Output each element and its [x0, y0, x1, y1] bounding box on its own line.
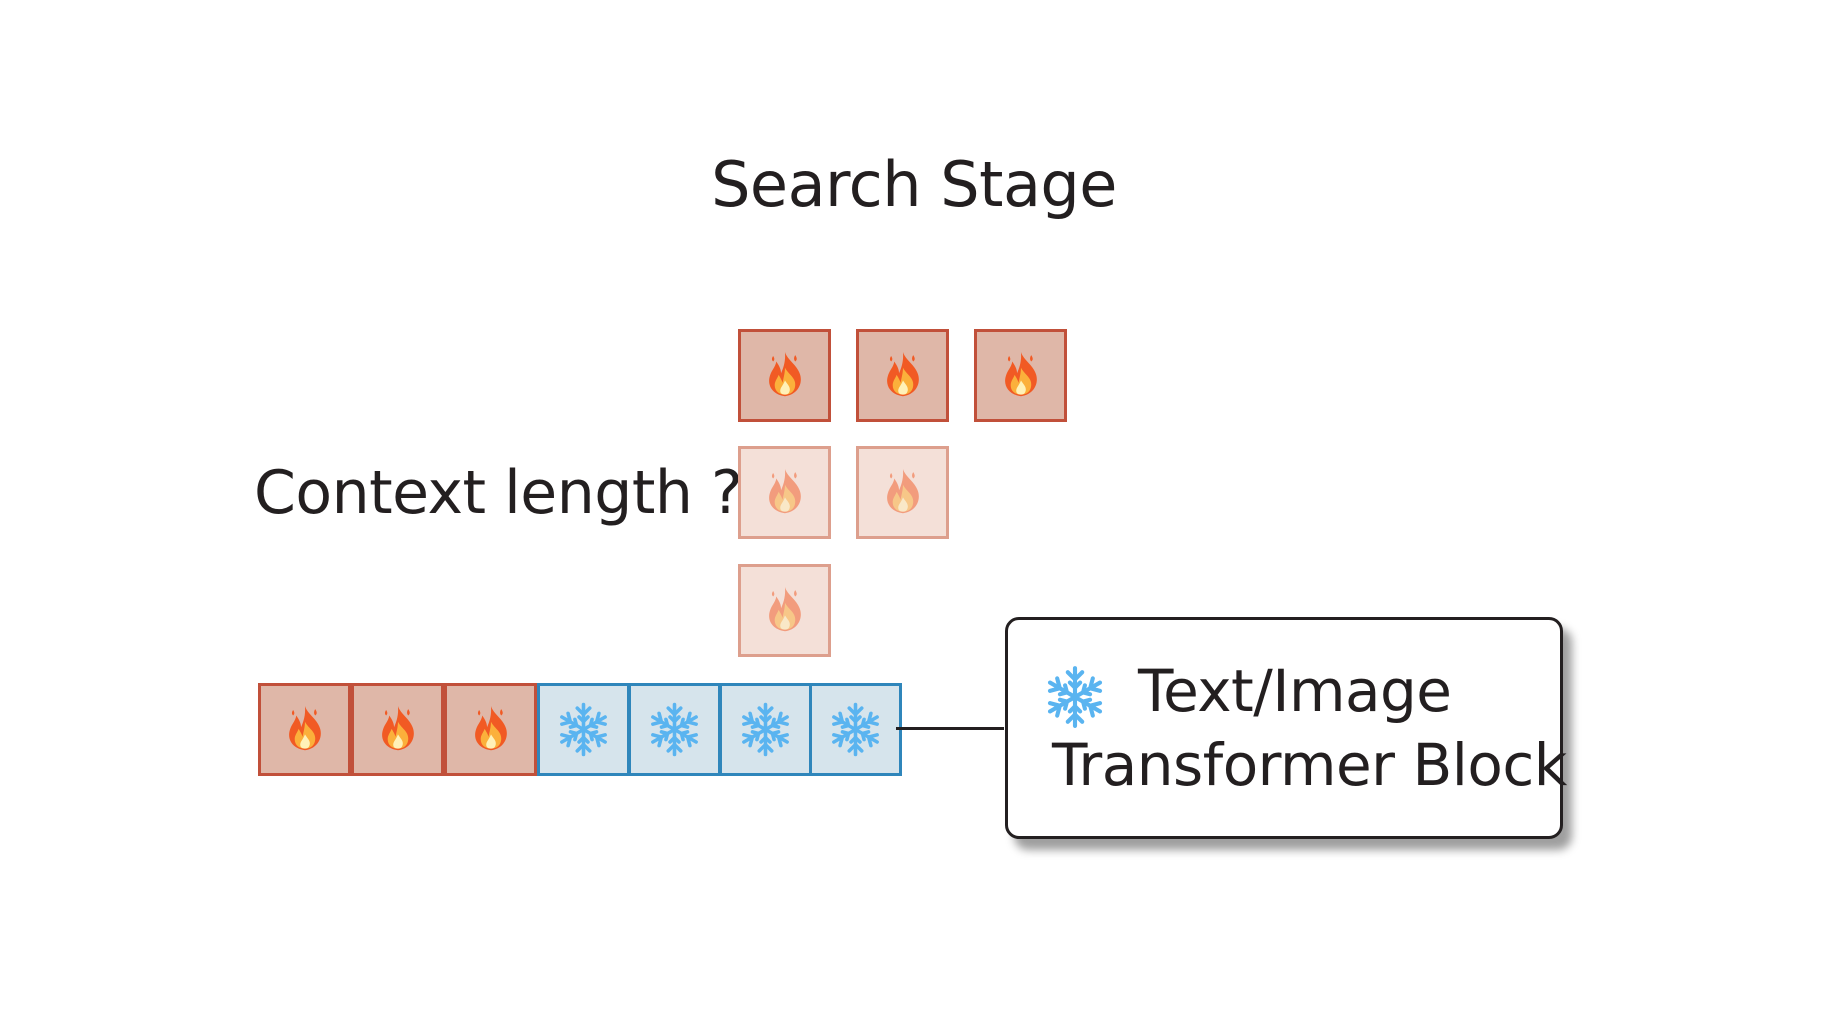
context-tile-frozen: [809, 683, 902, 776]
context-tile-frozen: [719, 683, 812, 776]
context-tile-trainable: [258, 683, 351, 776]
block-label-line1: Text/Image: [1138, 657, 1452, 725]
candidate-tile-faded: [856, 446, 949, 539]
fire-icon: [289, 705, 321, 751]
fire-icon: [887, 468, 919, 514]
fire-icon: [769, 351, 801, 397]
context-tile-frozen: [537, 683, 630, 776]
diagram-title: Search Stage: [711, 148, 1117, 221]
transformer-block-box: [1005, 617, 1563, 839]
candidate-tile-faded: [738, 564, 831, 657]
fire-icon: [382, 705, 414, 751]
context-tile-trainable: [351, 683, 444, 776]
snowflake-icon: [828, 702, 883, 757]
fire-icon: [887, 351, 919, 397]
connector-line: [896, 727, 1004, 730]
candidate-tile-hot: [738, 329, 831, 422]
fire-icon: [475, 705, 507, 751]
candidate-tile-hot: [974, 329, 1067, 422]
context-tile-frozen: [628, 683, 721, 776]
context-tile-trainable: [444, 683, 537, 776]
candidate-tile-faded: [738, 446, 831, 539]
candidate-tile-hot: [856, 329, 949, 422]
snowflake-icon: [1042, 664, 1108, 730]
fire-icon: [1005, 351, 1037, 397]
snowflake-icon: [647, 702, 702, 757]
snowflake-icon: [738, 702, 793, 757]
fire-icon: [769, 586, 801, 632]
block-label-line2: Transformer Block: [1052, 731, 1567, 799]
fire-icon: [769, 468, 801, 514]
context-length-label: Context length ?: [254, 458, 743, 528]
snowflake-icon: [556, 702, 611, 757]
